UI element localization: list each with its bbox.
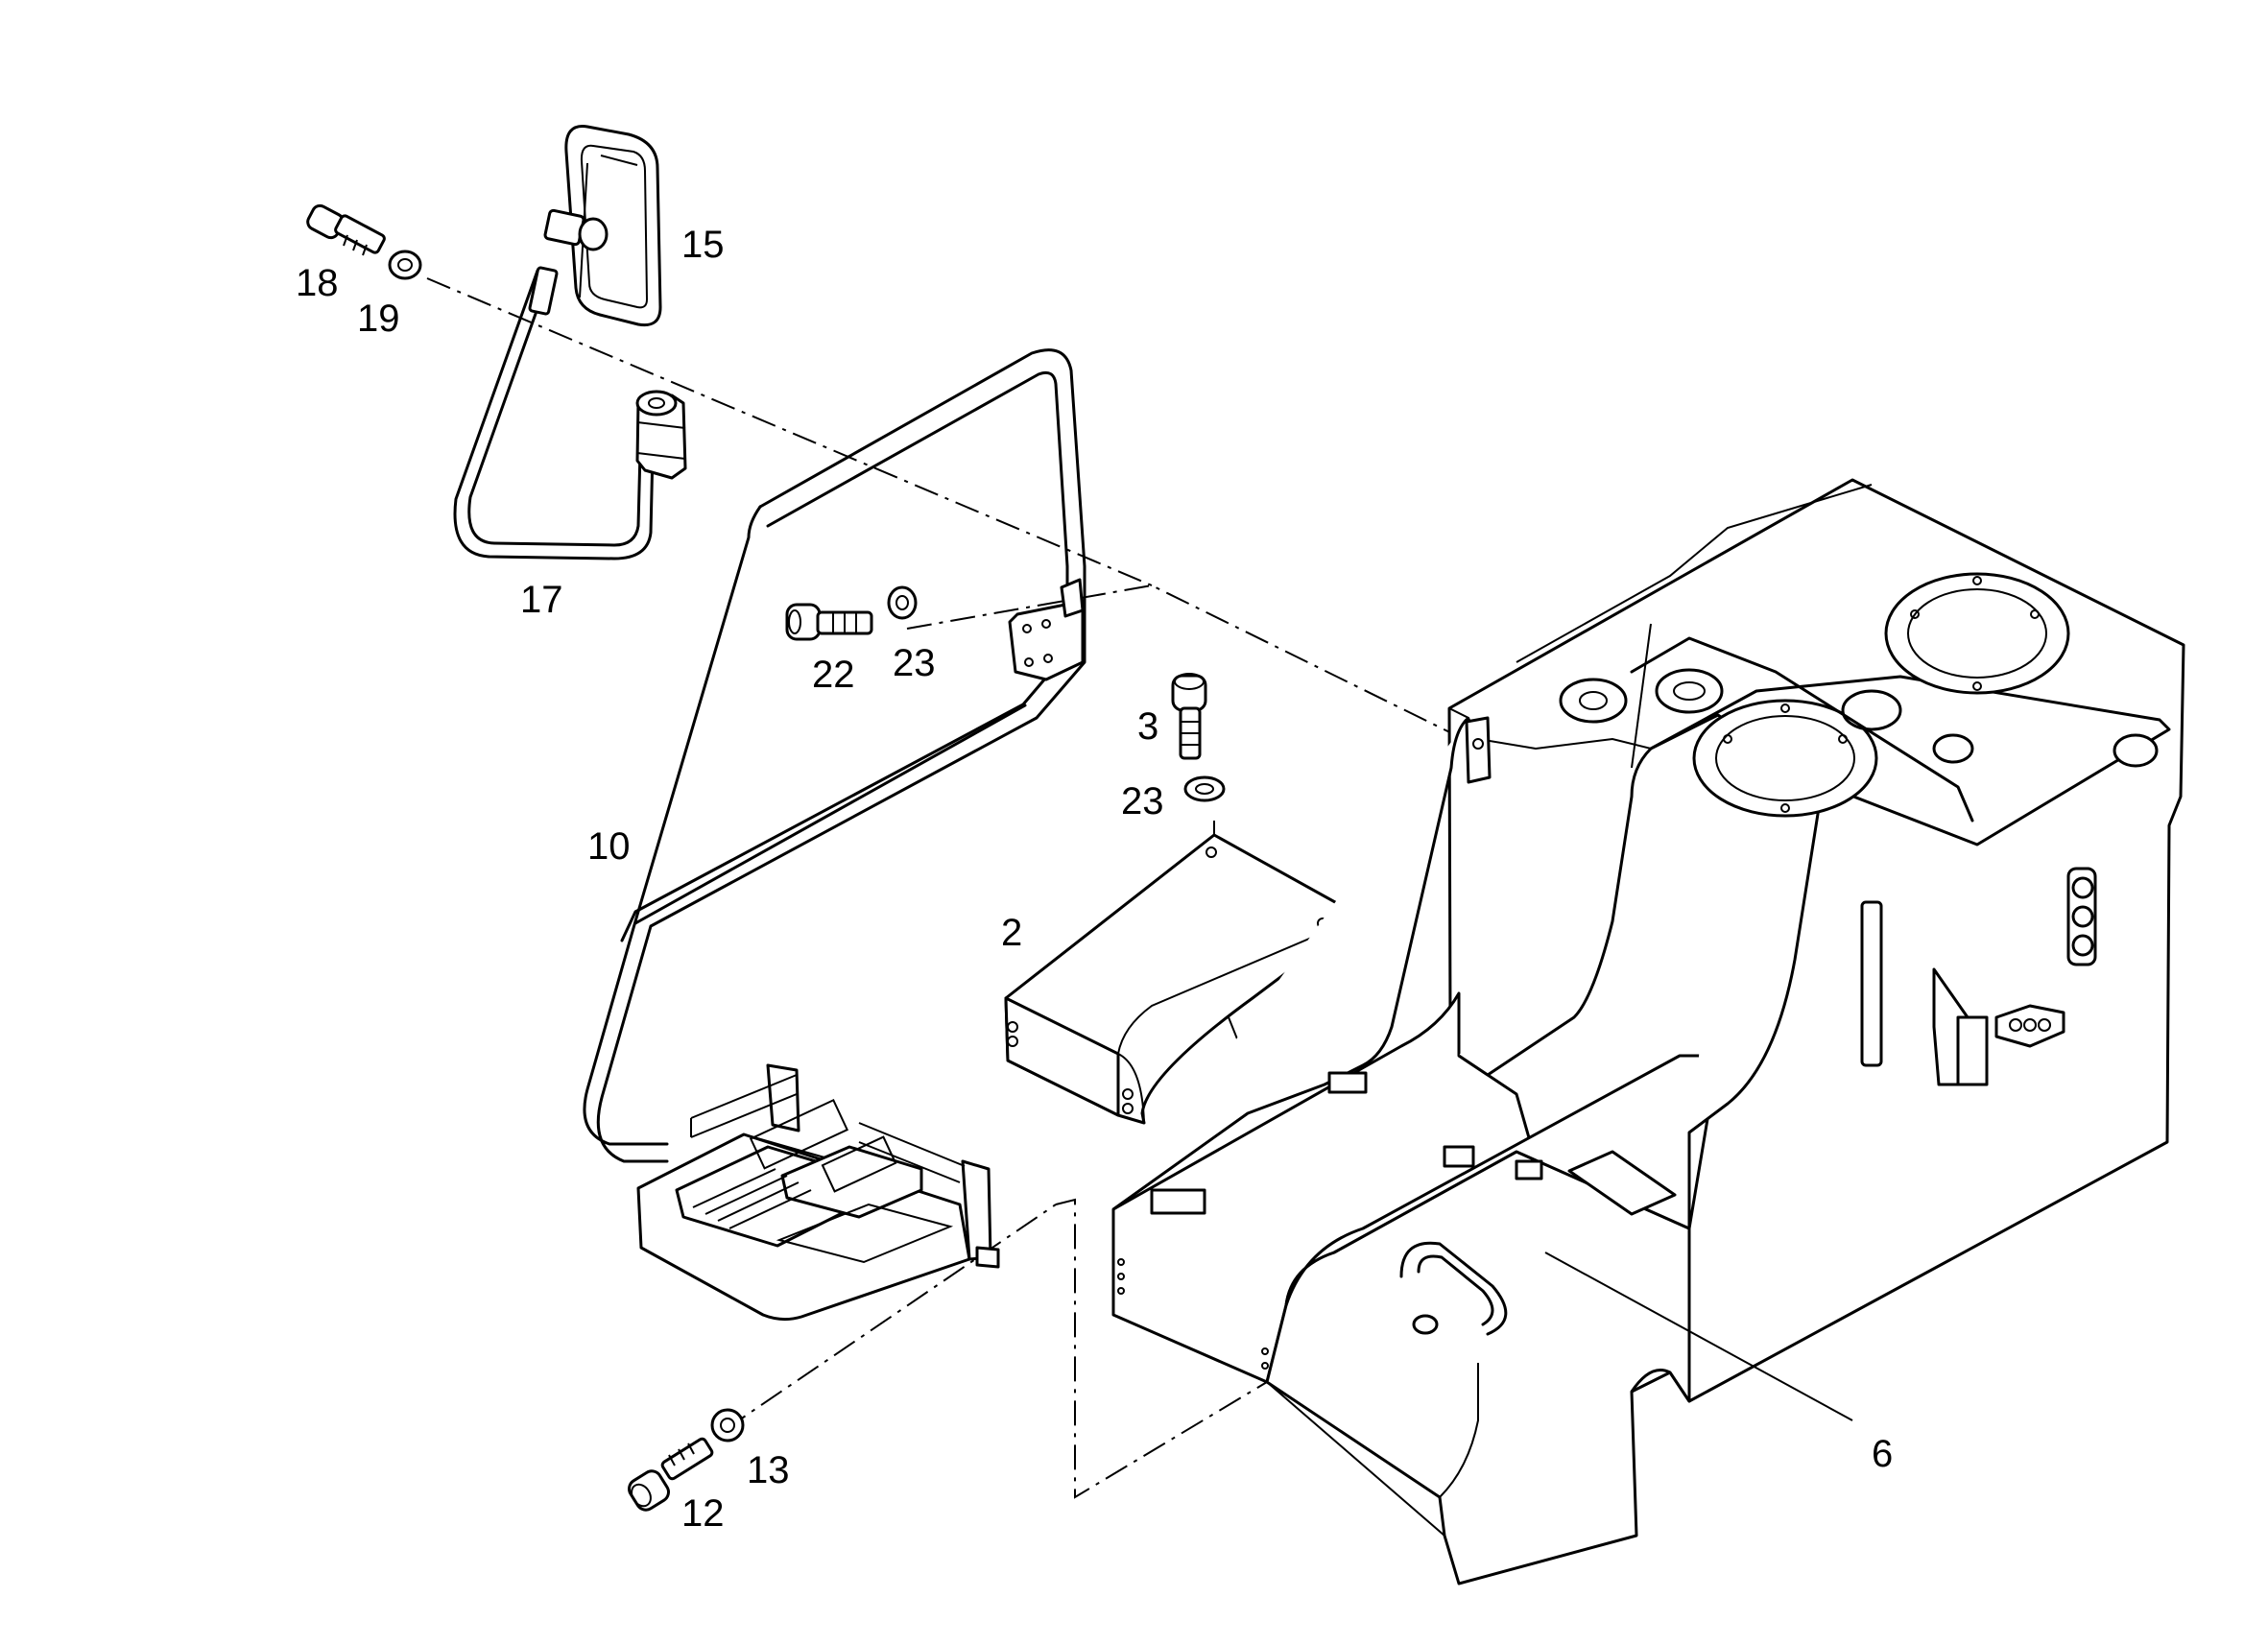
callout-17: 17 <box>520 579 563 621</box>
callout-6: 6 <box>1872 1433 1893 1475</box>
tank-body-6 <box>1111 478 2185 1585</box>
washer-23a <box>887 585 918 620</box>
callout-12: 12 <box>681 1492 725 1535</box>
callout-2: 2 <box>1001 912 1022 954</box>
mirror-15 <box>543 125 662 327</box>
bolt-22 <box>785 603 873 641</box>
step-assembly <box>636 1063 1000 1322</box>
callout-labels: 18 19 15 17 22 23 3 23 10 2 6 13 12 <box>296 224 1893 1535</box>
washer-23b <box>1183 775 1226 802</box>
callout-10: 10 <box>587 825 631 868</box>
bolt-3 <box>1171 673 1207 760</box>
leader-6 <box>1544 1252 1853 1421</box>
mirror-arm-17 <box>453 266 687 560</box>
callout-3: 3 <box>1137 705 1158 748</box>
bolt-12 <box>628 1437 714 1512</box>
cover-plate-2 <box>1004 833 1363 1125</box>
callout-18: 18 <box>296 262 339 304</box>
callout-22: 22 <box>812 654 855 696</box>
callout-13: 13 <box>747 1449 790 1491</box>
callout-15: 15 <box>681 224 725 266</box>
callout-23b: 23 <box>1121 780 1164 822</box>
callout-19: 19 <box>357 298 400 340</box>
washer-13 <box>710 1408 745 1442</box>
bolt-18 <box>306 203 386 256</box>
washer-19 <box>388 250 422 280</box>
handrail-frame-10 <box>583 348 1086 1163</box>
callout-23a: 23 <box>893 642 936 684</box>
